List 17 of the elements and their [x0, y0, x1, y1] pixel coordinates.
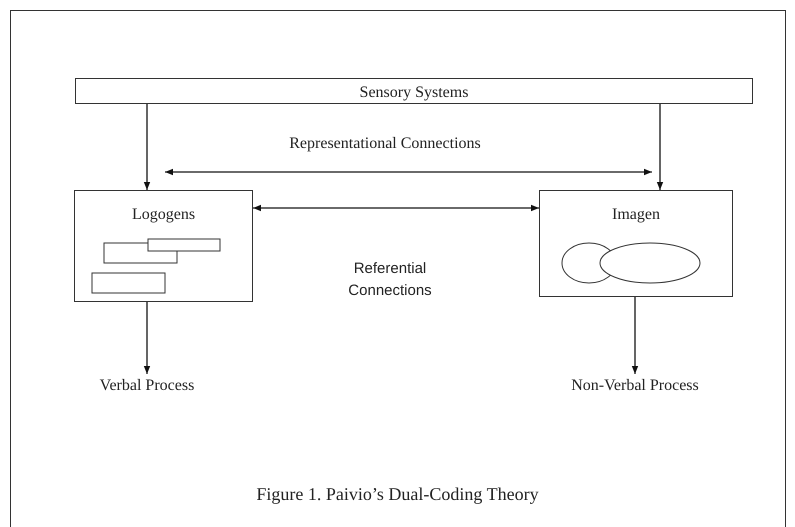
arrow — [144, 104, 150, 190]
process-box — [539, 190, 733, 297]
arrow — [656, 104, 664, 190]
node-title: Logogens — [130, 205, 196, 225]
arrow — [253, 204, 539, 212]
arrow — [632, 297, 638, 374]
node-title: Non-Verbal Process — [570, 376, 700, 396]
node-title: Verbal Process — [98, 376, 196, 396]
node-title: Sensory Systems — [358, 83, 470, 103]
arrow — [165, 168, 652, 176]
process-box — [75, 78, 753, 104]
arrow — [144, 302, 150, 374]
figure-caption: Figure 1. Paivio’s Dual-Coding Theory — [255, 483, 540, 506]
edge-label: Referential Connections — [347, 259, 433, 301]
process-box — [74, 190, 253, 302]
edge-label: Representational Connections — [288, 134, 482, 154]
node-title: Imagen — [611, 205, 661, 225]
